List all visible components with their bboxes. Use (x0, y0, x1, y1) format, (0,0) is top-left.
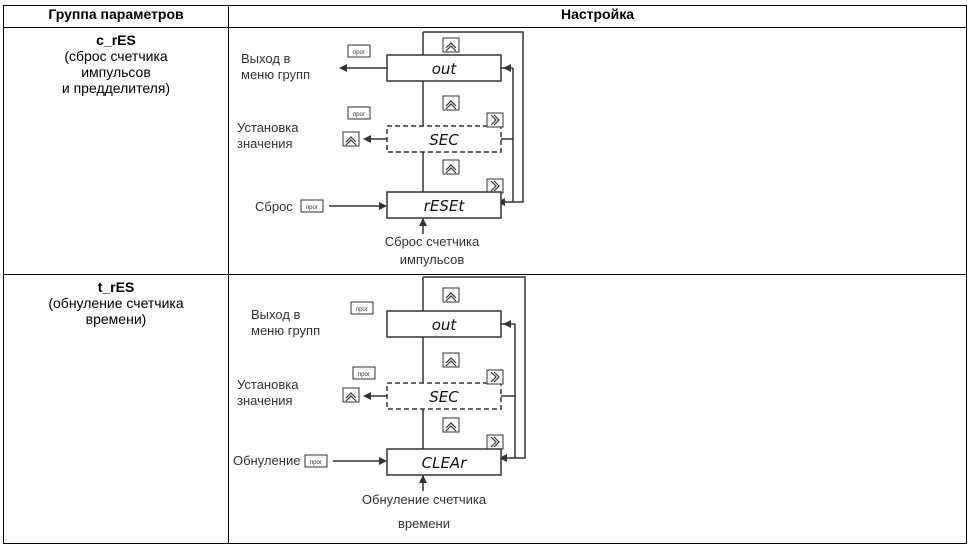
table-row: c_rES (сброс счетчика импульсов и предде… (3, 27, 967, 275)
loop-line (423, 276, 526, 459)
exit-label: Выход в (251, 307, 301, 322)
svg-text:прог: прог (310, 460, 323, 466)
action-label: Сброс (255, 199, 293, 214)
group-description: (обнуление счетчика времени) (48, 295, 184, 327)
bottom-label-2: времени (398, 516, 450, 531)
bottom-label: Сброс счетчика (385, 234, 480, 249)
header-group: Группа параметров (3, 5, 229, 28)
action-label: Обнуление (233, 453, 300, 468)
group-cell: c_rES (сброс счетчика импульсов и предде… (3, 27, 229, 275)
prog-key-icon: прог (350, 301, 374, 315)
setting-cell: out Выход в меню групп прог (228, 27, 967, 275)
exit-label: Выход в (241, 51, 291, 66)
menu-flow-diagram: out Выход в меню групп прог прог (233, 276, 526, 531)
svg-text:прог: прог (306, 205, 319, 211)
svg-text:прог: прог (353, 112, 366, 118)
loop-line (423, 31, 524, 203)
up-key-icon (442, 287, 460, 303)
svg-text:прог: прог (356, 307, 369, 313)
display-action-text: rESEt (424, 197, 466, 215)
display-sec-text: SEC (429, 131, 459, 149)
up-key-icon (442, 159, 460, 175)
exit-label-2: меню групп (241, 67, 310, 82)
up-key-icon (442, 95, 460, 111)
set-label-2: значения (237, 393, 293, 408)
display-out (386, 310, 502, 338)
prog-key-icon: прог (347, 44, 371, 58)
prog-key-icon: прог (347, 106, 371, 120)
group-description: (сброс счетчика импульсов и предделителя… (61, 48, 171, 96)
display-out (386, 54, 502, 82)
up-key-icon (442, 37, 460, 53)
display-sec-text: SEC (429, 388, 459, 406)
parameters-table: Группа параметров Настройка c_rES (сброс… (3, 5, 967, 544)
display-action-text: CLEAr (422, 454, 468, 472)
display-sec (386, 125, 502, 153)
set-label: Установка (237, 377, 299, 392)
up-key-icon (442, 417, 460, 433)
bottom-label: Обнуление счетчика (362, 492, 487, 507)
set-label: Установка (237, 120, 299, 135)
display-action (386, 191, 502, 219)
setting-cell: out Выход в меню групп прог прог (228, 274, 967, 544)
bottom-label-2: импульсов (400, 252, 465, 267)
exit-label-2: меню групп (251, 323, 320, 338)
table-row: t_rES (обнуление счетчика времени) out В… (3, 274, 967, 544)
up-key-icon (342, 387, 360, 403)
right-key-icon (486, 369, 504, 385)
display-out-text: out (432, 60, 458, 78)
menu-flow-diagram: out Выход в меню групп прог (237, 31, 524, 267)
right-key-icon (486, 434, 504, 450)
prog-key-icon: прог (304, 454, 328, 468)
group-name: c_rES (96, 32, 136, 48)
prog-key-icon: прог (352, 366, 376, 380)
set-label-2: значения (237, 136, 293, 151)
up-key-icon (342, 131, 360, 147)
right-key-icon (486, 112, 504, 128)
header-setting: Настройка (228, 5, 967, 28)
right-key-icon (486, 178, 504, 194)
table-header-row: Группа параметров Настройка (3, 5, 967, 28)
display-sec (386, 382, 502, 410)
group-name: t_rES (97, 279, 135, 295)
up-key-icon (442, 352, 460, 368)
display-action (386, 448, 502, 476)
group-cell: t_rES (обнуление счетчика времени) (3, 274, 229, 544)
svg-text:прог: прог (358, 372, 371, 378)
display-out-text: out (432, 316, 458, 334)
prog-key-icon: прог (300, 199, 324, 213)
svg-text:прог: прог (353, 50, 366, 56)
